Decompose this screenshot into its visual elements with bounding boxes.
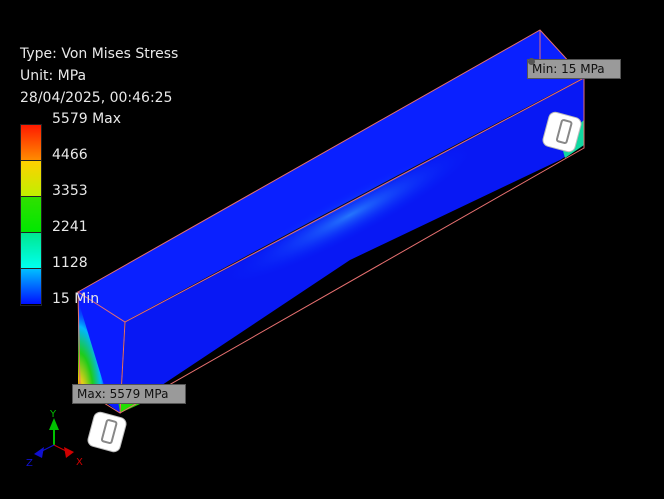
- min-probe-label[interactable]: Min: 15 MPa: [527, 59, 621, 79]
- legend-segment: [21, 269, 41, 304]
- x-axis-arrow-icon: [64, 447, 74, 458]
- result-unit: Unit: MPa: [20, 68, 87, 84]
- beam-top-face: [78, 30, 584, 322]
- legend-label-min: 15 Min: [52, 291, 100, 307]
- legend-segment: [21, 125, 41, 161]
- result-type: Type: Von Mises Stress: [20, 46, 179, 62]
- bounding-box: [77, 29, 585, 414]
- legend-segment: [21, 233, 41, 269]
- beam-edge: [124, 77, 585, 323]
- legend-label: 4466: [52, 147, 88, 163]
- result-timestamp: 28/04/2025, 00:46:25: [20, 90, 173, 106]
- min-probe-marker-icon: [528, 58, 535, 65]
- legend-label: 3353: [52, 183, 88, 199]
- color-legend-bar: [20, 124, 42, 306]
- legend-segment: [21, 161, 41, 197]
- z-axis-arrow-icon: [34, 447, 44, 458]
- legend-label: 1128: [52, 255, 88, 271]
- legend-label-max: 5579 Max: [52, 111, 122, 127]
- legend-label: 2241: [52, 219, 88, 235]
- triad-y-label: Y: [49, 409, 57, 420]
- legend-segment: [21, 197, 41, 233]
- triad-x-label: X: [76, 457, 83, 468]
- max-probe-label[interactable]: Max: 5579 MPa: [72, 384, 186, 404]
- view-triad[interactable]: Y X Z: [26, 409, 83, 469]
- stress-glow: [225, 146, 475, 284]
- stress-hotspot: [78, 300, 110, 405]
- y-axis-arrow-icon: [49, 418, 59, 430]
- triad-z-label: Z: [26, 458, 33, 469]
